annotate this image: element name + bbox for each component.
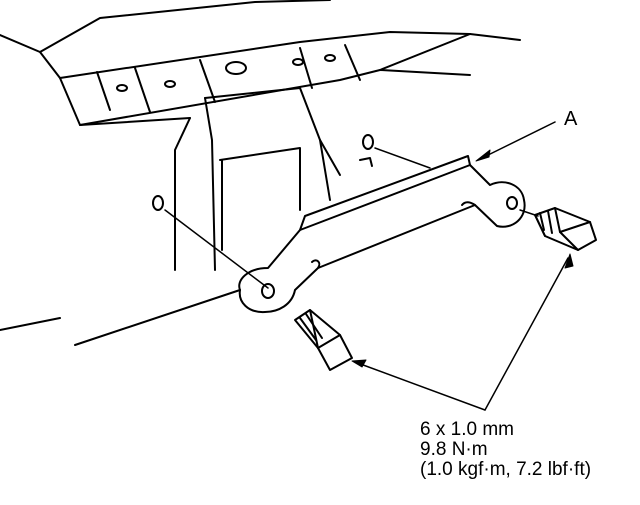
- callout-label-a: A: [564, 108, 578, 130]
- frame-outline: [0, 0, 521, 126]
- frame-mount-holes: [152, 134, 374, 211]
- frame-lower-edges: [0, 289, 241, 346]
- torque-alt-text: (1.0 kgf·m, 7.2 lbf·ft): [420, 459, 592, 480]
- bolt-lower: [294, 309, 353, 371]
- torque-nm-text: 9.8 N·m: [420, 439, 488, 460]
- bracket-a: [238, 155, 526, 314]
- leader-lines: [354, 121, 569, 411]
- fastener-spec: 6 x 1.0 mm 9.8 N·m (1.0 kgf·m, 7.2 lbf·f…: [420, 420, 591, 480]
- rail-structure: [174, 87, 341, 271]
- bolt-size-text: 6 x 1.0 mm: [420, 419, 514, 440]
- arrowheads: [351, 149, 574, 368]
- alignment-guides: [164, 147, 539, 289]
- frame-holes: [116, 54, 336, 92]
- bolt-upper: [534, 207, 597, 251]
